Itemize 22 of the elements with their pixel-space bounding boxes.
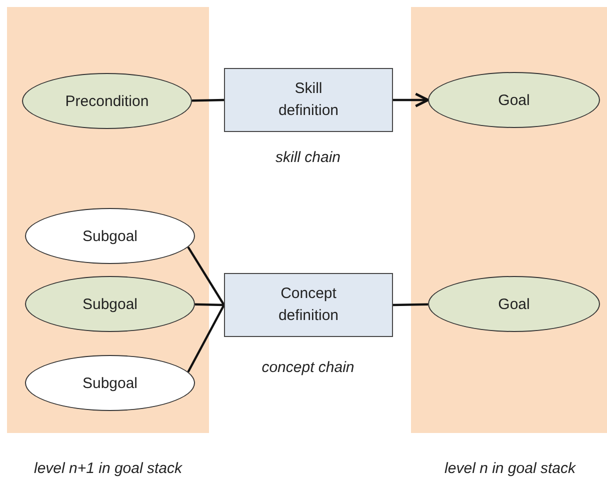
caption-text: skill chain <box>275 148 341 166</box>
node-label: Skill definition <box>277 79 340 121</box>
connector-line <box>194 303 224 306</box>
node-label: Subgoal <box>82 374 138 392</box>
definition-box <box>224 68 393 132</box>
caption-text: level n+1 in goal stack <box>34 460 182 476</box>
node-label: Precondition <box>65 92 149 110</box>
connector-line <box>392 303 428 306</box>
node-label: Goal <box>498 296 530 312</box>
node-label: Subgoal <box>82 296 138 312</box>
definition-box <box>224 273 393 337</box>
arrow <box>393 92 430 108</box>
connector-line <box>192 98 224 102</box>
column-band <box>411 7 607 433</box>
node-label: Subgoal <box>82 228 138 244</box>
caption-text: concept chain <box>262 358 354 376</box>
caption-text: level n in goal stack <box>444 460 576 476</box>
column-band <box>7 7 209 433</box>
node-label: Goal <box>498 92 530 108</box>
connector-line <box>187 304 225 372</box>
node-label: Concept definition <box>277 284 340 326</box>
connector-line <box>187 246 225 306</box>
